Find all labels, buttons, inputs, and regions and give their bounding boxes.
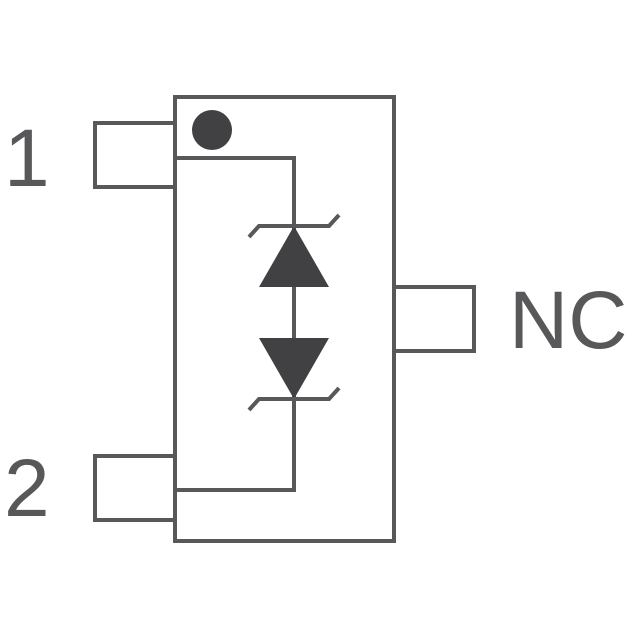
upper-zener-bar <box>247 213 341 239</box>
pin-1-label: 1 <box>4 113 50 204</box>
pin-1-indicator-dot <box>192 110 232 150</box>
lower-zener-diode-symbol <box>247 338 341 412</box>
lower-diode-triangle <box>259 338 329 399</box>
package-body <box>173 95 396 543</box>
pin-2-label: 2 <box>4 443 50 534</box>
pin-1-lead <box>93 121 177 189</box>
internal-wire <box>175 156 296 492</box>
upper-diode-triangle <box>259 226 329 287</box>
upper-zener-diode-symbol <box>247 213 341 287</box>
lower-zener-bar <box>247 386 341 412</box>
pin-3-lead <box>392 285 476 353</box>
pin-3-label: NC <box>509 275 627 366</box>
pin-2-lead <box>93 454 177 522</box>
